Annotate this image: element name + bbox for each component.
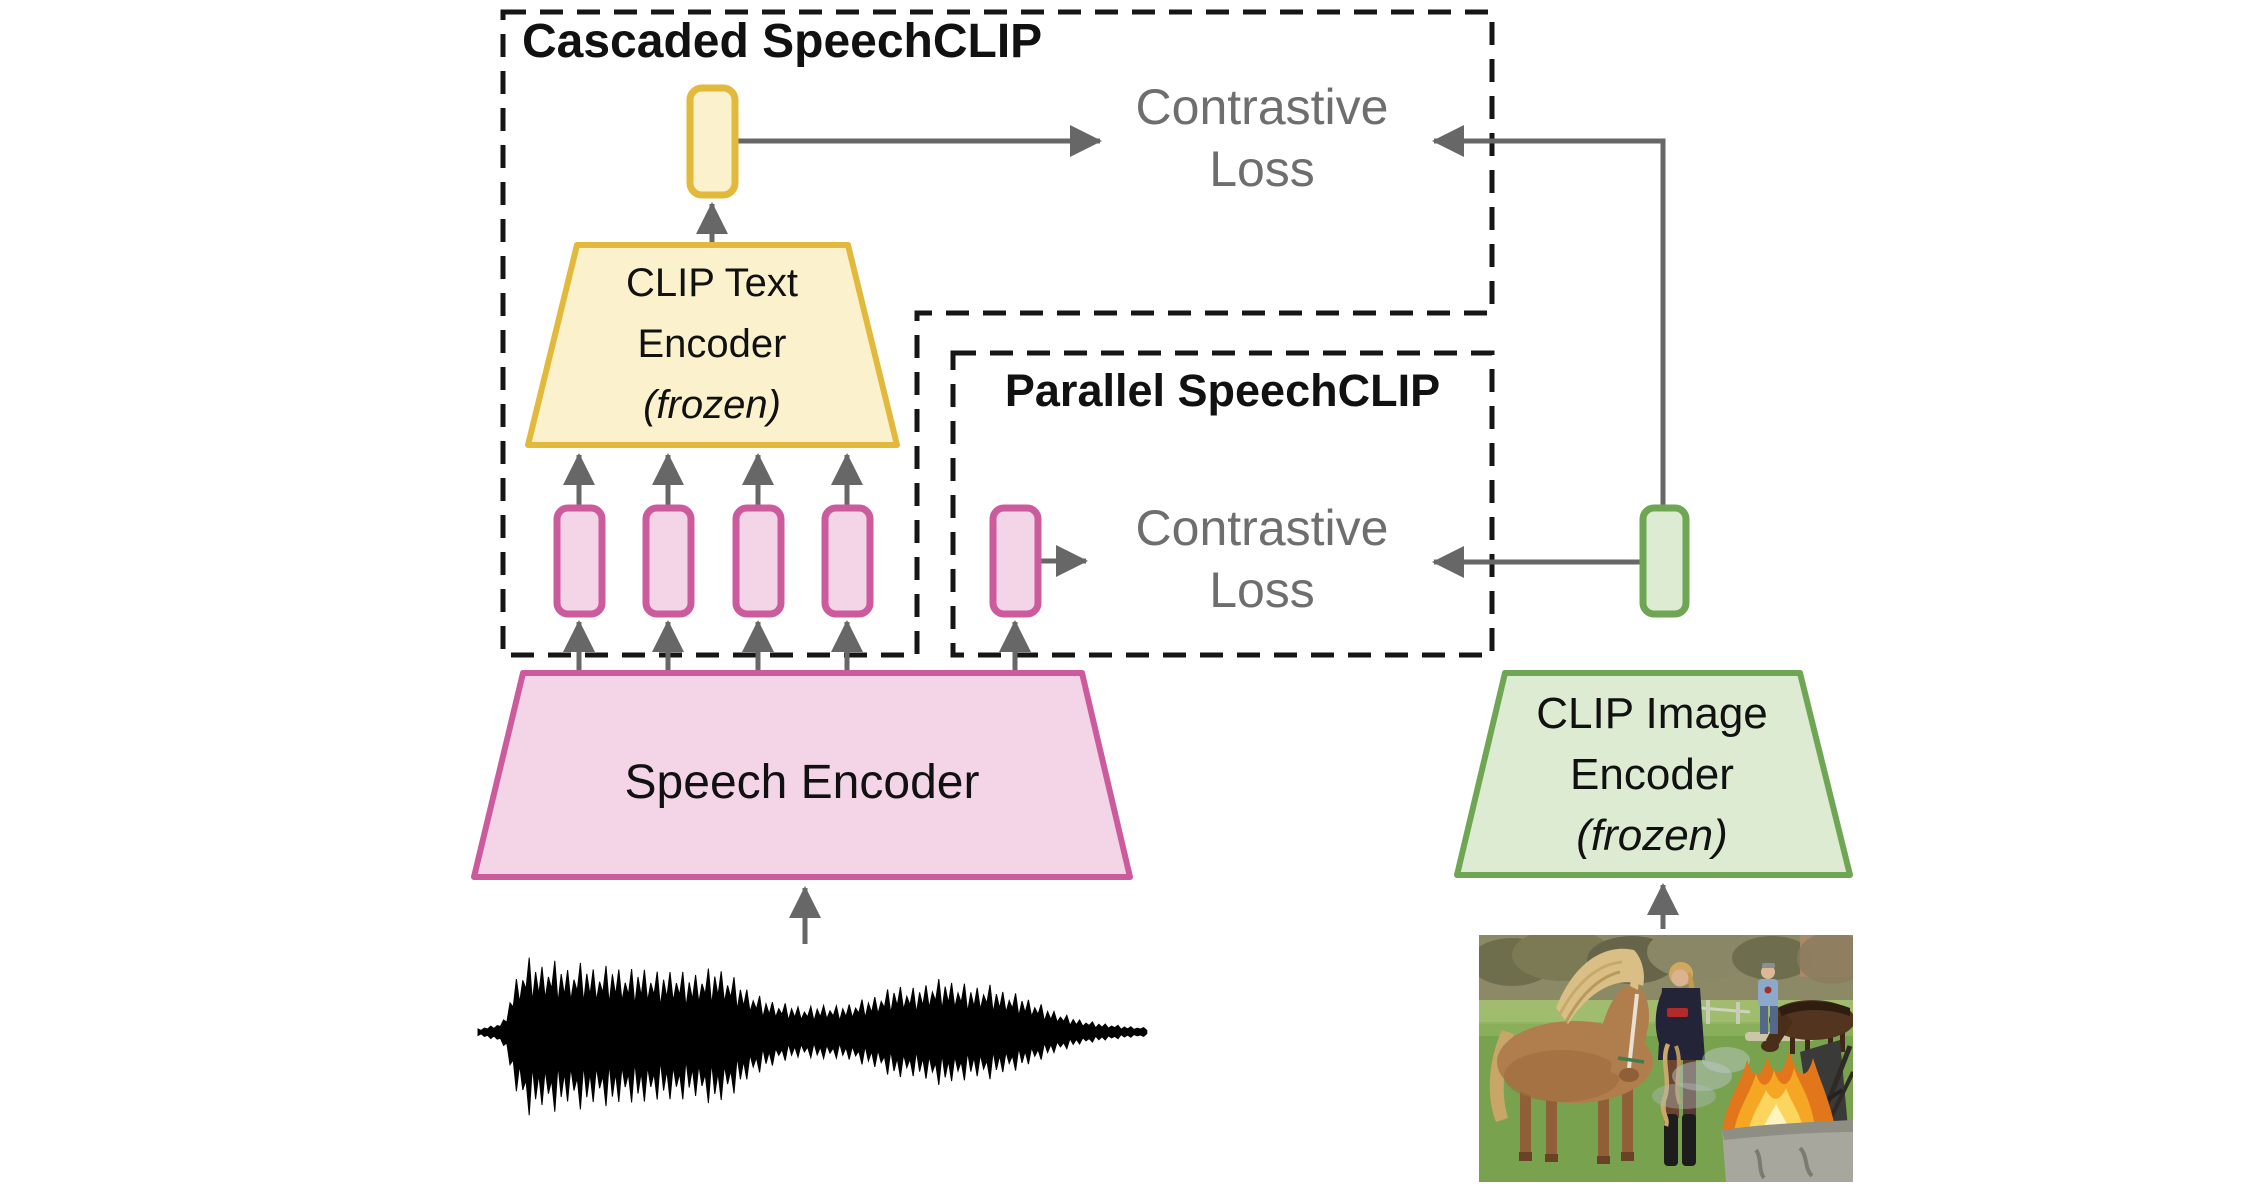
photo-dark-horse (1761, 1000, 1853, 1056)
clip-image-encoder-trapezoid (1454, 670, 1853, 878)
cascaded-speechclip-title: Cascaded SpeechCLIP (522, 15, 1043, 68)
clip-image-encoder-line1: CLIP Image (1536, 689, 1768, 738)
photo-man (1758, 963, 1778, 1034)
clip-image-encoder-label: CLIP Image Encoder (frozen) (1502, 683, 1802, 866)
clip-text-encoder-label: CLIP Text Encoder (frozen) (562, 253, 862, 436)
photo-rope (1660, 1043, 1671, 1127)
clip-image-encoder-line3: (frozen) (1576, 811, 1728, 860)
clip-text-encoder-trapezoid (525, 242, 900, 448)
waveform-path (477, 957, 1148, 1116)
cascaded-loss-line2: Loss (1209, 141, 1315, 197)
speech-encoder-trapezoid (471, 670, 1133, 880)
clip-image-encoder-line2: Encoder (1570, 750, 1734, 799)
parallel-speechclip-box (950, 350, 1495, 658)
cascaded-speechclip-box (500, 9, 1495, 658)
input-photo (1479, 935, 1853, 1182)
keyword-embedding-3 (732, 504, 785, 618)
speech-cls-embedding-token (989, 504, 1042, 618)
clip-text-encoder-line1: CLIP Text (626, 261, 798, 305)
cascaded-contrastive-loss: Contrastive Loss (1107, 76, 1417, 200)
photo-person (1655, 962, 1705, 1166)
text-cls-embedding-token (686, 84, 739, 199)
parallel-speechclip-title: Parallel SpeechCLIP (1004, 365, 1441, 416)
arrow-image-embedding-to-cascaded-loss (1432, 125, 1666, 506)
keyword-embedding-2 (642, 504, 695, 618)
clip-text-encoder-line2: Encoder (637, 322, 787, 366)
photo-fire (1652, 1040, 1853, 1182)
photo-horse (1489, 948, 1653, 1164)
image-embedding-token (1639, 504, 1690, 618)
parallel-loss-line1: Contrastive (1135, 500, 1389, 556)
clip-text-encoder-line3: (frozen) (643, 383, 781, 427)
keyword-embedding-4 (821, 504, 874, 618)
keyword-embedding-1 (553, 504, 606, 618)
cascaded-loss-line1: Contrastive (1135, 79, 1389, 135)
parallel-contrastive-loss: Contrastive Loss (1107, 497, 1417, 621)
parallel-loss-line2: Loss (1209, 562, 1315, 618)
speech-encoder-label: Speech Encoder (624, 756, 980, 809)
